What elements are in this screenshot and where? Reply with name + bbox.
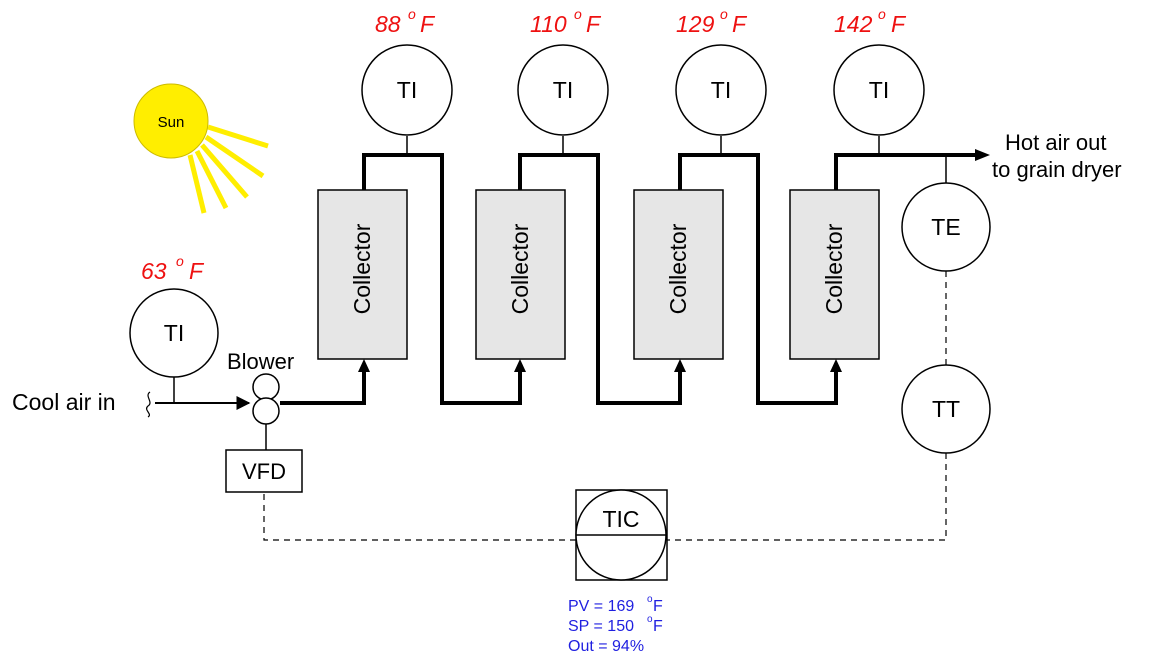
collector-3: Collector <box>633 189 724 360</box>
inlet-ti-tag: TI <box>164 320 184 346</box>
temp-unit: F <box>732 11 748 37</box>
temp-unit: F <box>891 11 907 37</box>
collector-label: Collector <box>349 223 375 314</box>
temp-value: 129 <box>676 11 715 37</box>
signal-line <box>263 492 576 541</box>
svg-text:o: o <box>720 6 728 22</box>
ti-tag: TI <box>397 77 417 103</box>
svg-text:o: o <box>647 614 653 625</box>
vfd-box <box>225 449 303 493</box>
temp-value: 142 <box>834 11 873 37</box>
tt-tag: TT <box>932 396 960 422</box>
flow-arrows <box>358 149 990 372</box>
collector-2: Collector <box>475 189 566 360</box>
temp-value: 110 <box>530 11 567 37</box>
sp-readout: SP = 150 <box>568 618 634 635</box>
svg-text:o: o <box>647 594 653 605</box>
temperature-controller: TIC <box>575 489 668 581</box>
vfd-label: VFD <box>242 459 286 484</box>
inlet-temp-degree: o <box>176 253 184 269</box>
out-readout: Out = 94% <box>568 638 644 655</box>
break-icon <box>145 391 151 418</box>
svg-text:o: o <box>878 6 886 22</box>
inlet-label: Cool air in <box>12 389 116 415</box>
temperature-indicator-2: TI 110 o F <box>517 6 609 155</box>
ti-tag: TI <box>711 77 731 103</box>
outlet-label-line2: to grain dryer <box>992 157 1122 182</box>
pv-readout: PV = 169 <box>568 598 634 615</box>
signal-line <box>667 453 947 541</box>
svg-text:o: o <box>408 6 416 22</box>
temp-value: 88 <box>375 11 401 37</box>
inlet-temp-value: 63 <box>141 258 167 284</box>
collector-label: Collector <box>665 223 691 314</box>
ti-tag: TI <box>869 77 889 103</box>
temperature-indicator-1: TI 88 o F <box>361 6 453 155</box>
temperature-indicator-4: TI 142 o F <box>833 6 925 155</box>
collector-label: Collector <box>507 223 533 314</box>
temp-unit: F <box>586 11 602 37</box>
collector-4: Collector <box>789 189 880 360</box>
blower-icon <box>252 373 280 425</box>
collector-1: Collector <box>317 189 408 360</box>
blower-label: Blower <box>227 349 294 374</box>
ti-tag: TI <box>553 77 573 103</box>
te-tag: TE <box>931 214 960 240</box>
tic-tag: TIC <box>602 506 639 532</box>
sun-icon: Sun <box>133 83 269 214</box>
svg-text:o: o <box>574 6 582 22</box>
outlet-label-line1: Hot air out <box>1005 130 1107 155</box>
collector-label: Collector <box>821 223 847 314</box>
temp-unit: F <box>420 11 436 37</box>
air-pipe <box>280 153 975 405</box>
pv-unit: F <box>653 598 663 615</box>
inlet-temp-unit: F <box>189 258 205 284</box>
sp-unit: F <box>653 618 663 635</box>
sun-label: Sun <box>158 114 185 131</box>
temperature-indicator-3: TI 129 o F <box>675 6 767 155</box>
